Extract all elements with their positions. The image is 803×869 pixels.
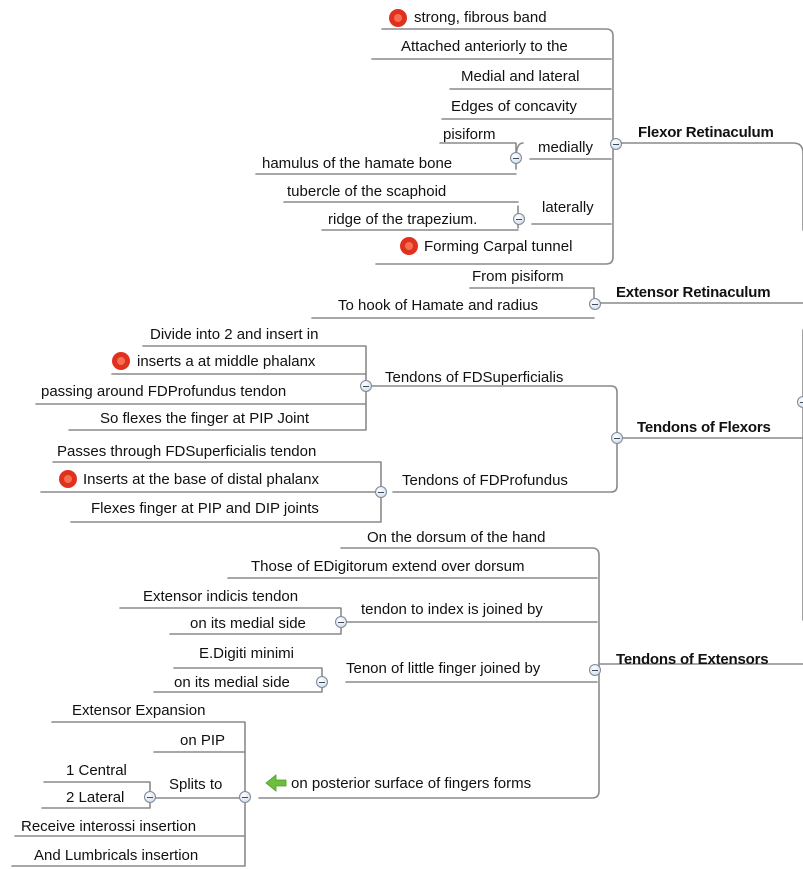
node-tenon-little-finger: Tenon of little finger joined by	[346, 660, 541, 677]
node-laterally: laterally	[542, 199, 594, 216]
node-edges-of-concavity: Edges of concavity	[451, 98, 577, 115]
node-little-medial-side: on its medial side	[174, 674, 290, 691]
node-on-the-dorsum: On the dorsum of the hand	[367, 529, 546, 546]
collapse-toggle-splits[interactable]	[144, 791, 156, 803]
node-passes-through: Passes through FDSuperficialis tendon	[57, 443, 317, 460]
node-on-pip: on PIP	[180, 732, 226, 749]
collapse-toggle-tendons-flexors[interactable]	[611, 432, 623, 444]
node-pisiform: pisiform	[443, 126, 496, 143]
collapse-toggle-index[interactable]	[335, 616, 347, 628]
green-arrow-icon	[264, 773, 284, 793]
node-1-central: 1 Central	[66, 762, 127, 779]
branch-title-flexor-retinaculum[interactable]: Flexor Retinaculum	[638, 124, 774, 141]
node-forming-carpal-tunnel: Forming Carpal tunnel	[424, 238, 573, 255]
node-posterior-surface: on posterior surface of fingers forms	[291, 775, 532, 792]
node-lumbricals: And Lumbricals insertion	[34, 847, 199, 864]
red-marker-icon-group	[59, 9, 418, 488]
node-ridge-trapezium: ridge of the trapezium.	[328, 211, 478, 228]
collapse-toggle-fdp[interactable]	[375, 486, 387, 498]
node-medial-and-lateral: Medial and lateral	[461, 68, 580, 85]
node-tubercle-scaphoid: tubercle of the scaphoid	[287, 183, 447, 200]
node-strong-fibrous-band: strong, fibrous band	[414, 9, 547, 26]
green-arrow-icon-group	[265, 774, 287, 792]
red-priority-icon	[399, 236, 419, 256]
node-so-flexes: So flexes the finger at PIP Joint	[100, 410, 310, 427]
node-attached-anteriorly: Attached anteriorly to the	[401, 38, 568, 55]
red-priority-icon	[58, 469, 78, 489]
collapse-toggle-extensor-retinaculum[interactable]	[589, 298, 601, 310]
branch-title-tendons-of-extensors[interactable]: Tendons of Extensors	[616, 651, 769, 668]
collapse-toggle-hamulus[interactable]	[510, 152, 522, 164]
node-tendons-fds: Tendons of FDSuperficialis	[385, 369, 564, 386]
collapse-toggle-little[interactable]	[316, 676, 328, 688]
node-extensor-expansion: Extensor Expansion	[72, 702, 206, 719]
node-tendon-to-index: tendon to index is joined by	[361, 601, 543, 618]
node-to-hook-of-hamate: To hook of Hamate and radius	[338, 297, 539, 314]
red-priority-icon	[388, 8, 408, 28]
node-2-lateral: 2 Lateral	[66, 789, 125, 806]
node-index-medial-side: on its medial side	[190, 615, 306, 632]
node-from-pisiform: From pisiform	[472, 268, 564, 285]
node-splits-to: Splits to	[169, 776, 223, 793]
node-inserts-distal-phalanx: Inserts at the base of distal phalanx	[83, 471, 319, 488]
node-medially: medially	[538, 139, 594, 156]
node-flexes-pip-dip: Flexes finger at PIP and DIP joints	[91, 500, 319, 517]
node-receive-interossi: Receive interossi insertion	[21, 818, 197, 835]
node-extensor-indicis: Extensor indicis tendon	[143, 588, 299, 605]
collapse-toggle-posterior[interactable]	[239, 791, 251, 803]
node-inserts-middle-phalanx: inserts a at middle phalanx	[137, 353, 316, 370]
node-hamulus: hamulus of the hamate bone	[262, 155, 453, 172]
node-those-of-edigitorum: Those of EDigitorum extend over dorsum	[251, 558, 525, 575]
collapse-toggle-medially[interactable]	[610, 138, 622, 150]
node-e-digiti-minimi: E.Digiti minimi	[199, 645, 295, 662]
collapse-toggle-root[interactable]	[797, 396, 803, 408]
branch-title-extensor-retinaculum[interactable]: Extensor Retinaculum	[616, 284, 771, 301]
node-divide-into-2: Divide into 2 and insert in	[150, 326, 319, 343]
node-tendons-fdp: Tendons of FDProfundus	[402, 472, 568, 489]
collapse-toggle-laterally[interactable]	[513, 213, 525, 225]
red-priority-icon	[111, 351, 131, 371]
branch-title-tendons-of-flexors[interactable]: Tendons of Flexors	[637, 419, 771, 436]
collapse-toggle-tendons-extensors[interactable]	[589, 664, 601, 676]
node-passing-around: passing around FDProfundus tendon	[41, 383, 287, 400]
collapse-toggle-fds[interactable]	[360, 380, 372, 392]
